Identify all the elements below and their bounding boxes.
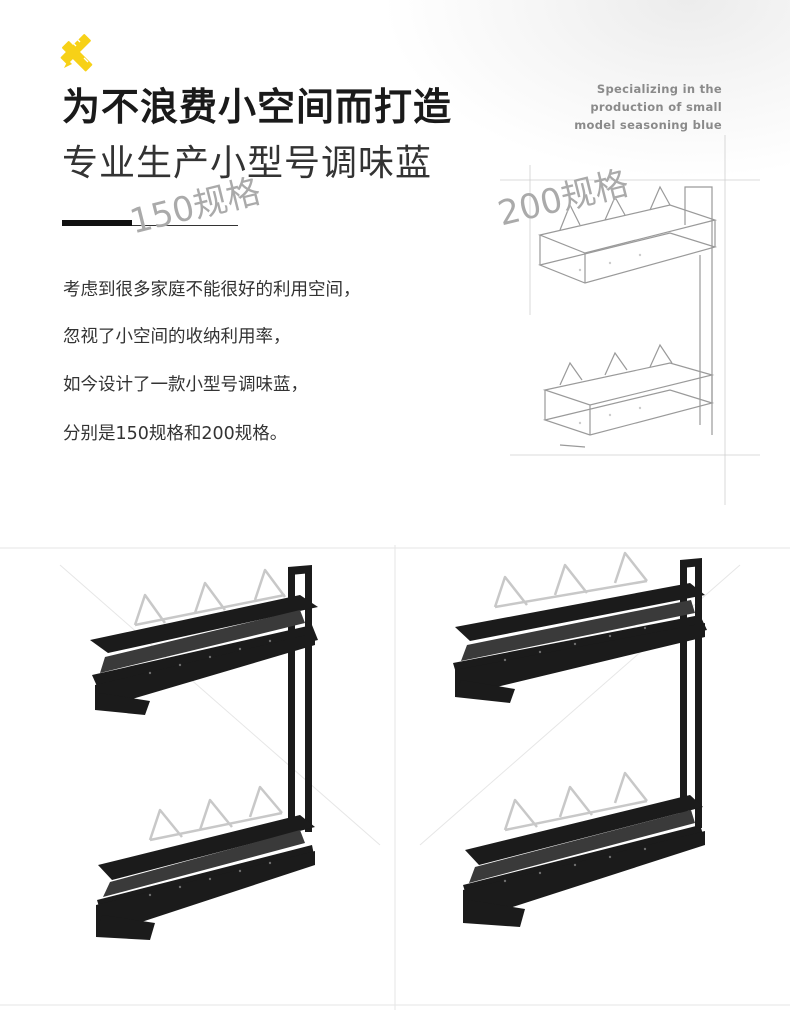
page-subtitle: 专业生产小型号调味蓝: [62, 143, 433, 184]
divider-accent: [62, 220, 132, 226]
product-comparison: [0, 545, 790, 1010]
description-line: 如今设计了一款小型号调味蓝，: [63, 375, 308, 395]
english-line: Specializing in the: [596, 82, 722, 96]
english-line: model seasoning blue: [574, 118, 722, 132]
rack-150-image: [90, 565, 318, 940]
english-line: production of small: [590, 100, 722, 114]
description-line: 分别是150规格和200规格。: [63, 424, 288, 444]
rack-sketch-image: [500, 135, 760, 505]
rack-200-image: [453, 551, 707, 927]
description-line: 考虑到很多家庭不能很好的利用空间，: [63, 280, 361, 300]
background-glow: [380, 0, 790, 180]
description-line: 忽视了小空间的收纳利用率，: [63, 327, 291, 347]
english-tagline: Specializing in the production of small …: [574, 80, 722, 134]
divider-line: [62, 225, 238, 226]
page-title: 为不浪费小空间而打造: [62, 85, 453, 129]
pencil-ruler-icon: [60, 34, 93, 72]
